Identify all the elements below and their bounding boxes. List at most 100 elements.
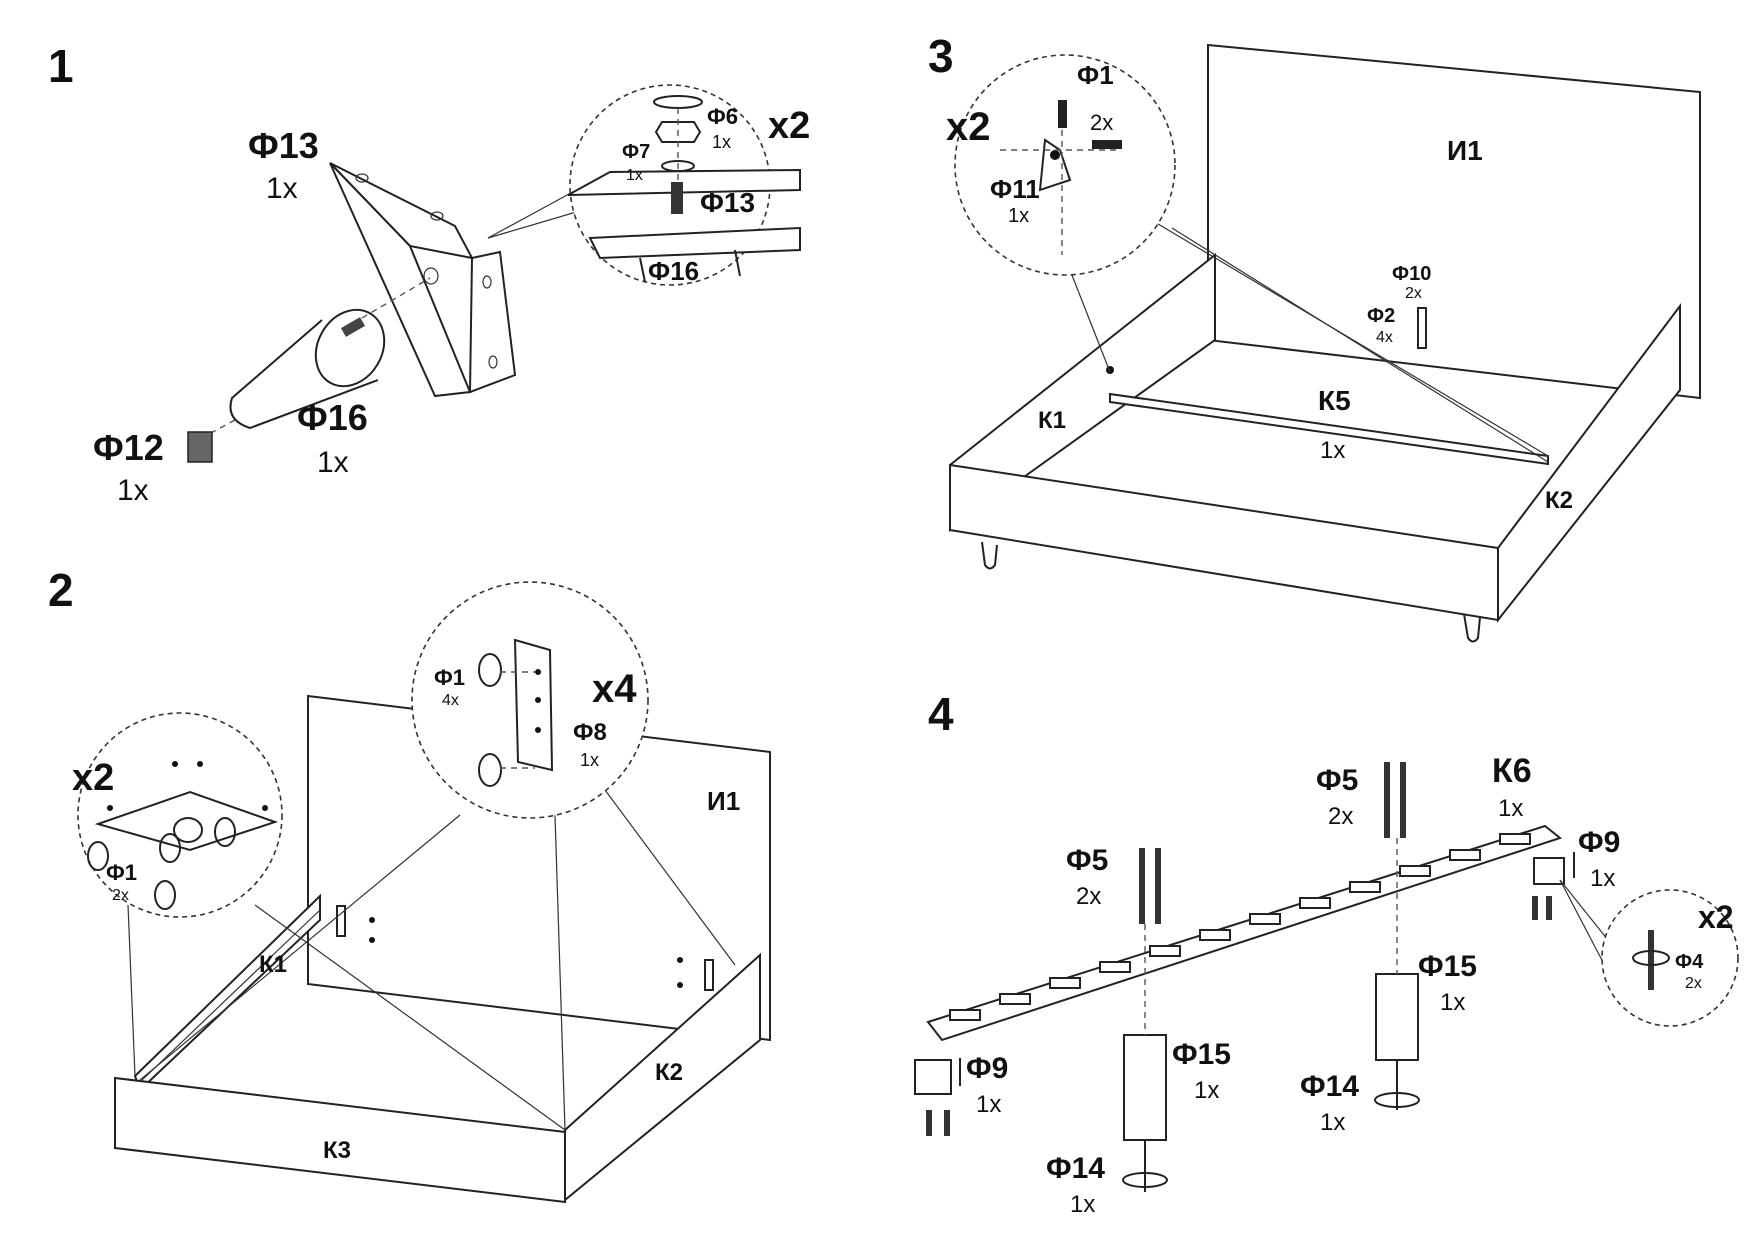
qty-f4: 2x (1685, 975, 1702, 992)
qty-f12-pad: 1x (117, 474, 149, 507)
screw-icon (214, 817, 236, 847)
label-f5-left: Ф5 (1066, 844, 1108, 877)
qty-f15-right: 1x (1440, 989, 1465, 1016)
front-rail-k3-drawing (114, 1076, 566, 1204)
step-number: 2 (48, 564, 74, 616)
label-i1: И1 (1447, 135, 1483, 166)
label-f6: Ф6 (707, 104, 738, 129)
label-f13-bracket: Ф13 (248, 125, 319, 166)
tapered-leg-drawing (197, 277, 431, 441)
screw-icon (154, 880, 176, 910)
screw-icon (1400, 762, 1406, 838)
floor-pad-drawing (187, 431, 213, 463)
label-f2: Ф2 (1367, 305, 1395, 327)
screw-icon (1546, 896, 1552, 920)
qty-f11: 1x (1008, 205, 1029, 227)
label-f1-right: Ф1 (434, 665, 465, 690)
step-1-panel: 1 Ф13 1x Ф16 1x Ф12 1x (48, 40, 810, 507)
label-f12-pad: Ф12 (93, 427, 164, 468)
label-k2: К2 (655, 1059, 683, 1086)
end-bracket-drawing (1533, 857, 1565, 885)
multiplier-x2: x2 (946, 105, 991, 149)
qty-f13-bracket: 1x (266, 172, 298, 205)
label-f10: Ф10 (1392, 263, 1431, 285)
qty-f6: 1x (712, 132, 731, 152)
screw-icon (1155, 848, 1161, 924)
slat-support-k6-drawing (926, 824, 1563, 1042)
step-number: 1 (48, 40, 74, 92)
label-f14-left: Ф14 (1046, 1152, 1105, 1185)
multiplier-x2: x2 (72, 757, 114, 799)
multiplier-x2: x2 (768, 105, 810, 147)
label-k5: К5 (1318, 385, 1351, 416)
label-f9-left: Ф9 (966, 1052, 1008, 1085)
label-f1-left: Ф1 (106, 860, 137, 885)
step-2-panel: 2 Ф1 2x (48, 564, 771, 1204)
end-bracket-drawing (914, 1059, 952, 1095)
multiplier-x4: x4 (592, 667, 637, 711)
label-f11: Ф11 (990, 174, 1040, 204)
label-f8: Ф8 (573, 719, 607, 746)
qty-f2: 4x (1376, 329, 1393, 346)
step-4-detail-circle: Ф4 2x (1559, 879, 1739, 1027)
screw-icon (1384, 762, 1390, 838)
qty-f1-right: 4x (442, 692, 459, 709)
label-f16-detail: Ф16 (648, 256, 699, 286)
step-2-right-detail-circle: Ф1 4x Ф8 1x (411, 581, 649, 819)
adjustable-foot-icon (1374, 1060, 1420, 1110)
label-f13-bolt: Ф13 (700, 187, 755, 218)
label-f5-right: Ф5 (1316, 764, 1358, 797)
qty-f1-left: 2x (112, 887, 129, 904)
screw-icon (159, 833, 181, 863)
adjustable-foot-icon (1122, 1140, 1168, 1192)
corner-bracket-drawing (329, 162, 517, 398)
qty-k5: 1x (1320, 437, 1345, 464)
label-k6: К6 (1492, 752, 1532, 790)
screw-icon (1058, 100, 1067, 128)
label-k2: К2 (1545, 487, 1573, 514)
qty-f9-left: 1x (976, 1091, 1001, 1118)
step-3-detail-circle: Ф1 2x Ф11 1x (954, 54, 1176, 276)
label-k1: К1 (1038, 407, 1066, 434)
qty-f5-right: 2x (1328, 803, 1353, 830)
qty-k6: 1x (1498, 795, 1523, 822)
label-i1: И1 (707, 786, 740, 816)
label-f7: Ф7 (622, 141, 650, 163)
label-f15-right: Ф15 (1418, 950, 1477, 983)
screw-icon (926, 1110, 932, 1136)
headboard-panel-drawing (1207, 43, 1701, 400)
screw-icon (478, 753, 502, 787)
qty-f15-left: 1x (1194, 1077, 1219, 1104)
qty-f10: 2x (1405, 285, 1422, 302)
qty-f1: 2x (1090, 110, 1113, 135)
bolt-icon (671, 182, 683, 214)
label-f4: Ф4 (1675, 951, 1704, 973)
label-f1: Ф1 (1077, 60, 1114, 90)
qty-f5-left: 2x (1076, 883, 1101, 910)
qty-f8: 1x (580, 750, 599, 770)
step-3-panel: 3 Ф1 2x Ф11 1x (928, 30, 1701, 643)
qty-f14-left: 1x (1070, 1191, 1095, 1218)
step-number: 3 (928, 30, 954, 82)
label-k3: К3 (323, 1137, 351, 1164)
step-2-left-detail-circle: Ф1 2x (77, 712, 283, 918)
screw-icon (944, 1110, 950, 1136)
screw-icon (1092, 140, 1122, 149)
label-f16-leg: Ф16 (297, 397, 368, 438)
support-post-drawing (1375, 973, 1419, 1061)
screw-icon (1648, 930, 1654, 990)
step-4-panel: 4 (914, 688, 1739, 1218)
qty-f7: 1x (626, 167, 643, 184)
slat-holders-drawing (949, 833, 1531, 1021)
step-number: 4 (928, 688, 954, 740)
leg-drawing (981, 541, 998, 570)
label-f14-right: Ф14 (1300, 1070, 1359, 1103)
screw-icon (478, 653, 502, 687)
screw-icon (1139, 848, 1145, 924)
front-rail-drawing (949, 463, 1499, 622)
qty-f9-right: 1x (1590, 865, 1615, 892)
center-slat-k5-drawing (1109, 392, 1549, 466)
step-1-detail-circle: Ф6 1x Ф7 1x Ф13 Ф16 (487, 84, 801, 286)
leg-drawing (1463, 613, 1481, 643)
